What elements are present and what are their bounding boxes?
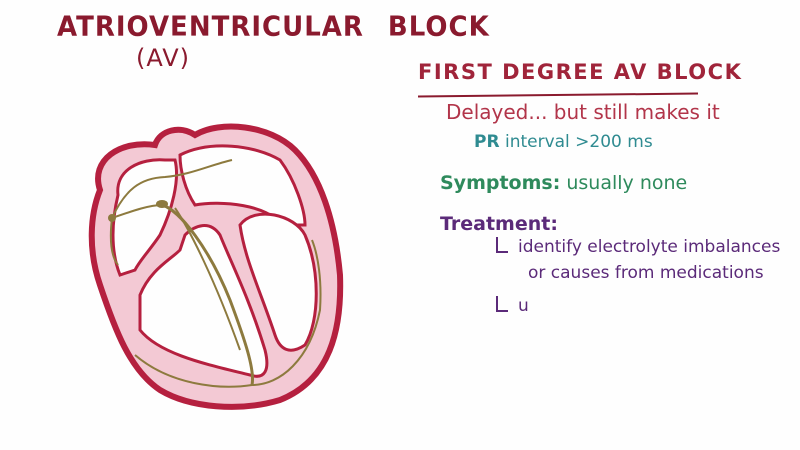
section-heading: FIRST DEGREE AV BLOCK <box>418 60 743 84</box>
bullet-bracket-icon <box>496 237 508 253</box>
pr-text: interval >200 ms <box>504 132 653 152</box>
symptoms-label: Symptoms: <box>440 172 561 194</box>
sa-node <box>108 214 116 222</box>
treatment-item: u <box>496 296 529 316</box>
heading-underline <box>417 92 699 98</box>
pr-label: PR <box>474 132 500 152</box>
treatment-item-continuation: or causes from medications <box>528 263 764 283</box>
av-node <box>156 200 168 208</box>
bullet-bracket-icon <box>496 296 508 312</box>
heart-diagram <box>88 123 344 410</box>
symptoms-value: usually none <box>566 172 688 194</box>
left-ventricle <box>238 212 318 352</box>
page-subtitle: (AV) <box>136 44 191 72</box>
pr-interval-note: PR interval >200 ms <box>474 132 653 152</box>
definition-text: Delayed... but still makes it <box>446 100 720 124</box>
title-part-1: ATRIOVENTRICULAR <box>57 11 364 43</box>
symptoms-note: Symptoms: usually none <box>440 172 687 194</box>
title-part-2: BLOCK <box>387 11 490 43</box>
right-atrium <box>111 158 179 277</box>
treatment-label: Treatment: <box>440 213 558 235</box>
page-title: ATRIOVENTRICULAR BLOCK <box>57 11 490 43</box>
treatment-item: identify electrolyte imbalances <box>496 237 780 257</box>
